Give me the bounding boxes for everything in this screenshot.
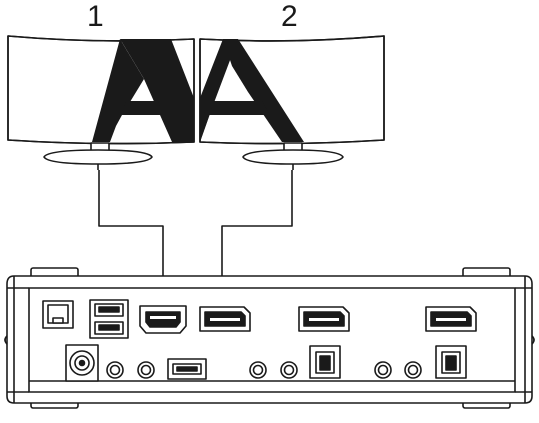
dc-power-jack-icon [65, 344, 99, 382]
displayport-port-2-icon [298, 306, 350, 332]
monitor-2-base [242, 149, 344, 165]
monitor-1-base [43, 149, 153, 165]
device-rear-panel [4, 267, 535, 409]
monitor-2-number: 2 [281, 0, 298, 33]
monitor-2 [199, 35, 385, 170]
audio-jack-6-icon [404, 361, 422, 379]
monitor-1 [7, 35, 195, 170]
monitor-2-logo-right [223, 39, 304, 142]
hdmi-port-icon [139, 305, 187, 334]
audio-jack-2-icon [137, 361, 155, 379]
audio-jack-4-icon [280, 361, 298, 379]
displayport-port-3-icon [425, 306, 477, 332]
monitor-2-logo-bar [200, 101, 270, 115]
usb-b-port-2-icon [435, 345, 467, 379]
monitor-1-logo-stroke [120, 39, 194, 142]
usb-a-port-icon [167, 358, 207, 380]
cable-monitor-2-to-displayport [221, 170, 293, 305]
monitor-2-logo-left [200, 39, 238, 142]
monitor-1-logo-left [92, 39, 144, 142]
displayport-port-icon [199, 306, 251, 332]
audio-jack-icon [106, 361, 124, 379]
rj11-port-icon [42, 300, 74, 329]
monitor-1-logo-bar [121, 101, 163, 115]
audio-jack-3-icon [249, 361, 267, 379]
usb-b-port-icon [309, 345, 341, 379]
monitor-1-number: 1 [87, 0, 104, 33]
cable-monitor-1-to-hdmi [98, 170, 164, 305]
audio-jack-5-icon [374, 361, 392, 379]
usb-a-stacked-icon [89, 299, 129, 339]
